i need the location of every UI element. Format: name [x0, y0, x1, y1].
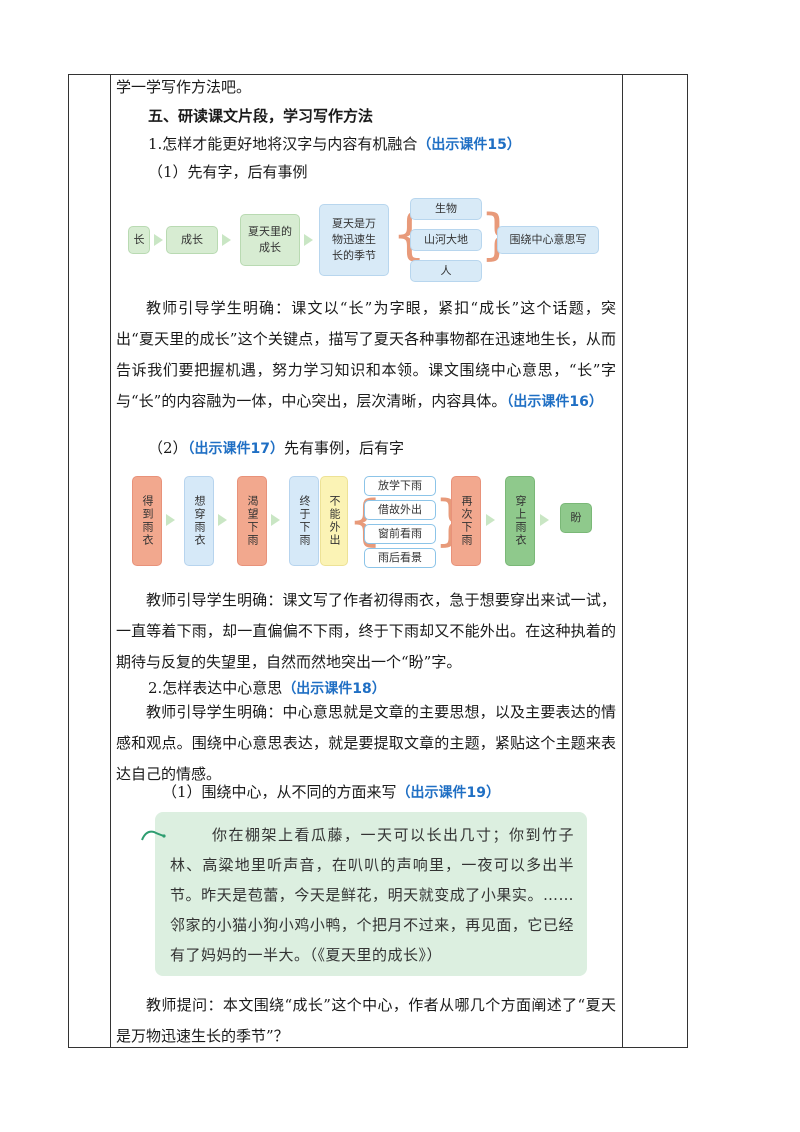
item-1-heading: （1）先有字，后有事例 — [148, 163, 308, 181]
quote-excerpt: 你在棚架上看瓜藤，一天可以长出几寸；你到竹子林、高粱地里听声音，在叭叭的声响里，… — [170, 826, 574, 964]
arrow-icon — [166, 514, 175, 526]
table-frame — [68, 74, 688, 1048]
paragraph-1-text: 教师引导学生明确：课文以“长”为字眼，紧扣“成长”这个话题，突出“夏天里的成长”… — [116, 299, 616, 410]
node-cannot-go-out: 不能外出 — [320, 476, 348, 566]
node-wear-raincoat: 穿上雨衣 — [505, 476, 535, 566]
item-2-heading: （2）（出示课件17）先有事例，后有字 — [148, 437, 404, 460]
quote-hook-icon — [141, 830, 166, 841]
question-1-text: 1.怎样才能更好地将汉字与内容有机融合 — [148, 135, 418, 153]
intro-line: 学一学写作方法吧。 — [116, 78, 252, 96]
item-3-heading: （1）围绕中心，从不同的方面来写（出示课件19） — [162, 781, 500, 804]
node-reason-1: 放学下雨 — [364, 476, 436, 496]
node-result: 围绕中心意思写 — [497, 226, 599, 254]
arrow-icon — [540, 514, 549, 526]
item-2-text: 先有事例，后有字 — [284, 439, 405, 457]
node-pan: 盼 — [560, 503, 592, 533]
arrow-icon — [304, 234, 313, 246]
section-title: 五、研读课文片段，学习写作方法 — [148, 107, 374, 125]
node-rain-again: 再次下雨 — [451, 476, 481, 566]
arrow-icon — [218, 514, 227, 526]
node-season: 夏天是万物迅速生长的季节 — [319, 204, 389, 276]
item-2-prefix: （2） — [148, 439, 188, 457]
node-reason-2: 借故外出 — [364, 500, 436, 520]
node-reason-3: 窗前看雨 — [364, 524, 436, 544]
node-want-wear: 想穿雨衣 — [184, 476, 214, 566]
node-xiatian: 夏天里的成长 — [240, 214, 300, 266]
node-get-raincoat: 得到雨衣 — [132, 476, 162, 566]
node-branch-organism: 生物 — [410, 198, 482, 220]
node-reason-4: 雨后看景 — [364, 548, 436, 568]
arrow-icon — [486, 514, 495, 526]
node-finally-rain: 终于下雨 — [289, 476, 319, 566]
arrow-icon — [222, 234, 231, 246]
table-column-divider-left — [110, 74, 111, 1048]
courseware-ref-19: （出示课件19） — [396, 785, 501, 801]
table-column-divider-right — [622, 74, 623, 1048]
node-branch-land: 山河大地 — [410, 229, 482, 251]
question-1: 1.怎样才能更好地将汉字与内容有机融合（出示课件15） — [148, 133, 521, 156]
node-branch-people: 人 — [410, 260, 482, 282]
paragraph-3: 教师引导学生明确：中心意思就是文章的主要思想，以及主要表达的情感和观点。围绕中心… — [116, 703, 616, 783]
courseware-ref-15: （出示课件15） — [417, 137, 521, 153]
quote-box — [155, 812, 587, 976]
arrow-icon — [154, 234, 163, 246]
item-3-text: （1）围绕中心，从不同的方面来写 — [162, 783, 397, 801]
node-long-for-rain: 渴望下雨 — [237, 476, 267, 566]
arrow-icon — [271, 514, 280, 526]
question-2-text: 2.怎样表达中心意思 — [148, 679, 283, 697]
courseware-ref-17: （出示课件17） — [187, 441, 285, 457]
courseware-ref-18: （出示课件18） — [282, 681, 386, 697]
node-chang: 长 — [128, 226, 150, 254]
paragraph-4: 教师提问：本文围绕“成长”这个中心，作者从哪几个方面阐述了“夏天是万物迅速生长的… — [116, 996, 616, 1045]
paragraph-1: 教师引导学生明确：课文以“长”为字眼，紧扣“成长”这个话题，突出“夏天里的成长”… — [116, 293, 616, 418]
paragraph-2: 教师引导学生明确：课文写了作者初得雨衣，急于想要穿出来试一试，一直等着下雨，却一… — [116, 591, 616, 671]
courseware-ref-16: （出示课件16） — [506, 394, 603, 410]
node-chengzhang: 成长 — [166, 226, 218, 254]
question-2: 2.怎样表达中心意思（出示课件18） — [148, 677, 386, 700]
